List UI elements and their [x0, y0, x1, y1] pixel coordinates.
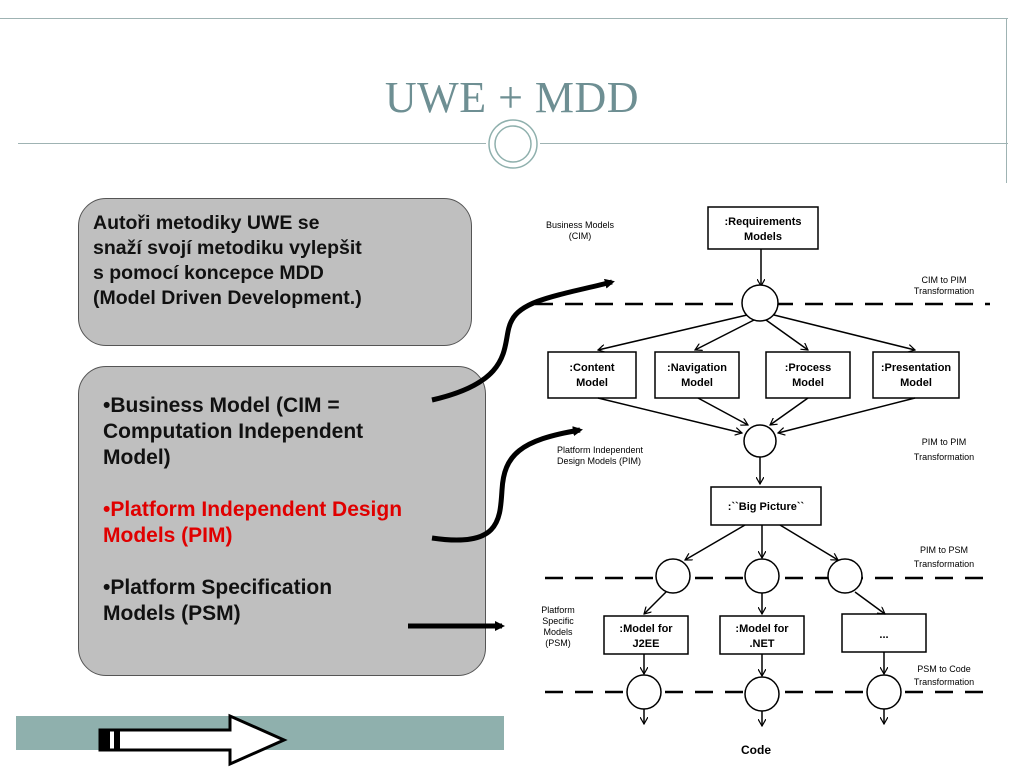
label-code: Code	[741, 743, 771, 757]
callout-line: Autoři metodiky UWE se	[93, 212, 320, 234]
box-content-model	[547, 351, 637, 399]
label-cim-to-pim: CIM to PIM	[921, 275, 966, 285]
box-presentation-model	[872, 351, 960, 399]
label-pim: Design Models (PIM)	[557, 456, 641, 466]
title-circle-ornament	[488, 119, 538, 169]
frame-right-line	[1006, 18, 1007, 183]
label-pim: Platform Independent	[557, 445, 644, 455]
frame-divider-right	[540, 143, 1008, 144]
label-model-other: ...	[879, 629, 888, 641]
bullet-cim: •Business Model (CIM = Computation Indep…	[103, 394, 364, 469]
label-model-net: .NET	[749, 638, 774, 650]
bullet-psm: •Platform Specification Models (PSM)	[103, 576, 333, 625]
label-model-j2ee: :Model for	[619, 623, 673, 635]
box-process-model	[765, 351, 851, 399]
node-code-3	[866, 674, 902, 710]
callout-authors-text: Autoři metodiky UWE se snaží svojí metod…	[93, 211, 457, 311]
label-requirements: :Requirements	[724, 216, 801, 228]
label-pim-to-psm: Transformation	[914, 559, 974, 569]
arrow-pim-to-diagram	[431, 426, 583, 543]
label-content-model: :Content	[569, 362, 615, 374]
label-requirements: Models	[744, 231, 782, 243]
frame-divider-left	[18, 143, 486, 144]
node-psm-1	[655, 558, 691, 594]
callout-line: snaží svojí metodiku vylepšit	[93, 237, 362, 259]
hollow-arrow-icon	[98, 713, 288, 767]
node-pim-pim	[743, 424, 777, 458]
label-model-net: :Model for	[735, 623, 789, 635]
label-navigation-model: :Navigation	[667, 362, 727, 374]
label-presentation-model: Model	[900, 377, 932, 389]
label-model-j2ee: J2EE	[633, 638, 660, 650]
arrow-cim-to-diagram	[431, 278, 615, 403]
label-pim-to-pim: PIM to PIM	[922, 437, 967, 447]
label-psm: Models	[543, 627, 573, 637]
label-psm: (PSM)	[545, 638, 571, 648]
label-pim-to-psm: PIM to PSM	[920, 545, 968, 555]
bullet-pim: •Platform Independent Design Models (PIM…	[103, 498, 403, 547]
box-navigation-model	[654, 351, 740, 399]
label-presentation-model: :Presentation	[881, 362, 952, 374]
node-psm-3	[827, 558, 863, 594]
box-requirements	[707, 206, 819, 250]
box-big-picture	[710, 486, 822, 526]
node-code-2	[744, 676, 780, 712]
label-process-model: :Process	[785, 362, 831, 374]
node-code-1	[626, 674, 662, 710]
callout-authors: Autoři metodiky UWE se snaží svojí metod…	[78, 198, 472, 346]
callout-line: s pomocí koncepce MDD	[93, 262, 324, 284]
models-bullet-list: •Business Model (CIM = Computation Indep…	[103, 393, 463, 627]
label-cim: (CIM)	[569, 231, 592, 241]
label-navigation-model: Model	[681, 377, 713, 389]
label-cim-to-pim: Transformation	[914, 286, 974, 296]
node-psm-2	[744, 558, 780, 594]
slide-title: UWE + MDD	[384, 73, 640, 122]
label-psm: Platform	[541, 605, 575, 615]
callout-line: (Model Driven Development.)	[93, 287, 362, 309]
node-cim-pim	[741, 284, 779, 322]
label-psm: Specific	[542, 616, 574, 626]
label-psm-to-code: Transformation	[914, 677, 974, 687]
box-model-j2ee	[603, 615, 689, 655]
label-psm-to-code: PSM to Code	[917, 664, 971, 674]
frame-top-line	[0, 18, 1008, 19]
label-cim: Business Models	[546, 220, 615, 230]
label-big-picture: :``Big Picture``	[728, 501, 805, 513]
label-content-model: Model	[576, 377, 608, 389]
label-pim-to-pim: Transformation	[914, 452, 974, 462]
label-process-model: Model	[792, 377, 824, 389]
